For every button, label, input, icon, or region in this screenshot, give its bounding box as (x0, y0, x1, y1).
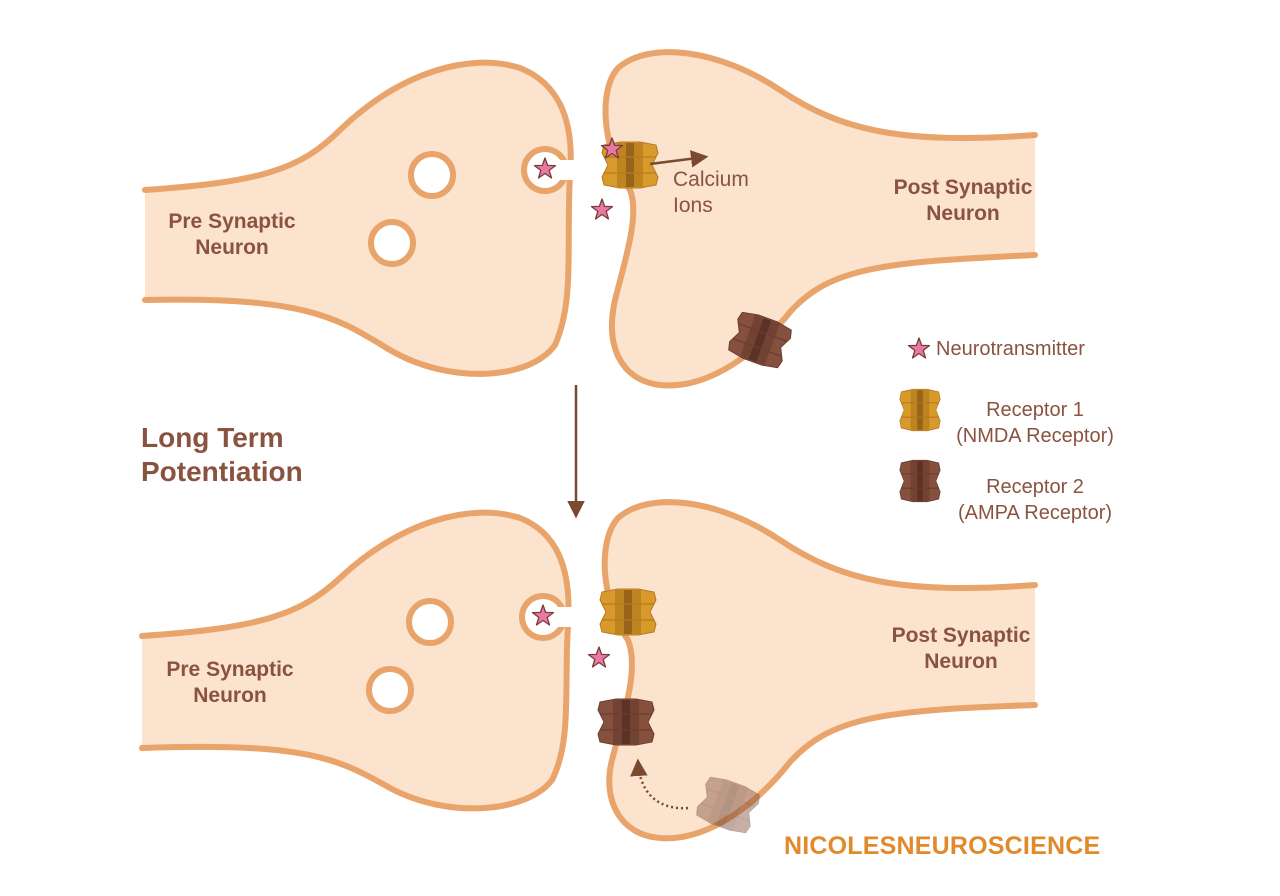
nmda-receptor (599, 588, 657, 636)
legend-neurotransmitter-label: Neurotransmitter (936, 338, 1085, 360)
legend-nmda-icon (899, 388, 941, 432)
synaptic-vesicle (406, 598, 454, 646)
top-presynaptic-neuron (145, 62, 571, 374)
calcium-ions-label: Calcium Ions (673, 168, 749, 217)
bottom-presynaptic-label: Pre Synaptic Neuron (166, 658, 294, 707)
neurotransmitter-star (587, 646, 611, 668)
legend (899, 337, 941, 503)
legend-receptor1-label: Receptor 1 (NMDA Receptor) (956, 399, 1114, 447)
synaptic-vesicle (366, 666, 414, 714)
bottom-postsynaptic-label: Post Synaptic Neuron (891, 624, 1031, 673)
bottom-presynaptic-neuron (142, 512, 569, 809)
legend-ampa-icon (899, 459, 941, 503)
bottom-postsynaptic-neuron (604, 502, 1035, 839)
synaptic-vesicle (368, 219, 416, 267)
bottom-panel (139, 499, 1038, 842)
neurotransmitter-star (590, 198, 614, 220)
top-panel (142, 49, 1038, 389)
calcium-arrow (649, 150, 709, 168)
brand-watermark: NICOLESNEUROSCIENCE (784, 832, 1101, 860)
synaptic-vesicle (408, 151, 456, 199)
legend-receptor2-label: Receptor 2 (AMPA Receptor) (957, 476, 1113, 524)
ampa-receptor (597, 698, 655, 746)
legend-neurotransmitter-icon (907, 337, 931, 359)
diagram-title: Long Term Potentiation (141, 422, 303, 487)
top-postsynaptic-neuron (605, 52, 1035, 386)
top-postsynaptic-label: Post Synaptic Neuron (893, 176, 1033, 225)
top-presynaptic-label: Pre Synaptic Neuron (168, 210, 296, 259)
